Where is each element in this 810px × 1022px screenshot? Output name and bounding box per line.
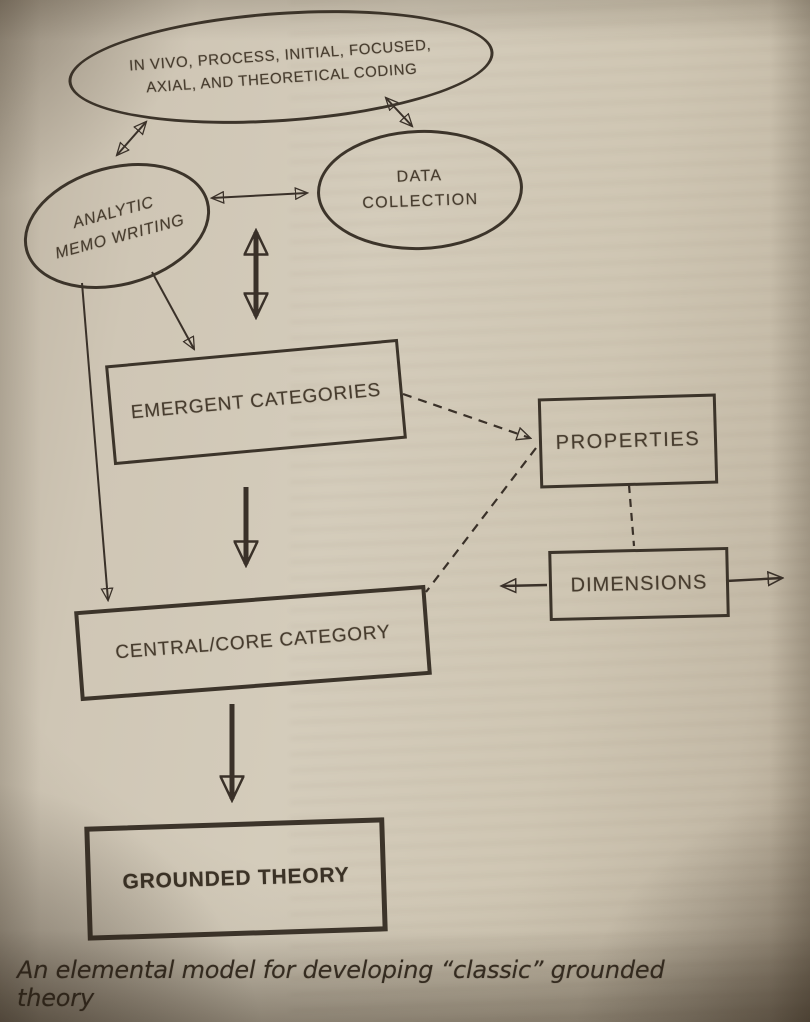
node-emergent-categories-label: EMERGENT CATEGORIES	[130, 379, 382, 424]
arrow-analytic-memo-data-collection	[212, 193, 307, 198]
dashed-emergent-categories-properties	[402, 392, 530, 438]
node-grounded-theory-box: GROUNDED THEORY	[84, 817, 388, 941]
node-emergent-categories-box: EMERGENT CATEGORIES	[105, 338, 407, 466]
arrow-analytic-memo-emergent-categories	[151, 271, 194, 349]
node-data-collection-label: DATA COLLECTION	[362, 167, 479, 213]
dashed-properties-central-core	[425, 447, 537, 593]
node-properties-box: PROPERTIES	[537, 393, 719, 489]
dashed-properties-dimensions	[627, 484, 636, 547]
node-central-core-category-label: CENTRAL/CORE CATEGORY	[114, 621, 392, 664]
node-grounded-theory-label: GROUNDED THEORY	[122, 863, 350, 894]
node-dimensions-label: DIMENSIONS	[570, 570, 708, 597]
arrow-coding-analytic-memo	[117, 122, 146, 155]
node-analytic-memo-ellipse: ANALYTIC MEMO WRITING	[9, 143, 225, 309]
node-central-core-category-box: CENTRAL/CORE CATEGORY	[74, 584, 432, 702]
figure-caption: An elemental model for developing “class…	[17, 956, 665, 1012]
arrow-dimensions-outward-left	[502, 585, 548, 586]
arrow-dimensions-outward-right	[725, 578, 782, 581]
node-dimensions-box: DIMENSIONS	[548, 546, 730, 622]
node-coding-ellipse: IN VIVO, PROCESS, INITIAL, FOCUSED, AXIA…	[64, 0, 498, 137]
node-analytic-memo-label: ANALYTIC MEMO WRITING	[53, 194, 187, 263]
arrow-analytic-memo-central-core	[81, 282, 108, 600]
node-properties-label: PROPERTIES	[555, 427, 701, 454]
node-coding-label: IN VIVO, PROCESS, INITIAL, FOCUSED, AXIA…	[128, 36, 432, 97]
node-data-collection-ellipse: DATA COLLECTION	[314, 126, 526, 254]
